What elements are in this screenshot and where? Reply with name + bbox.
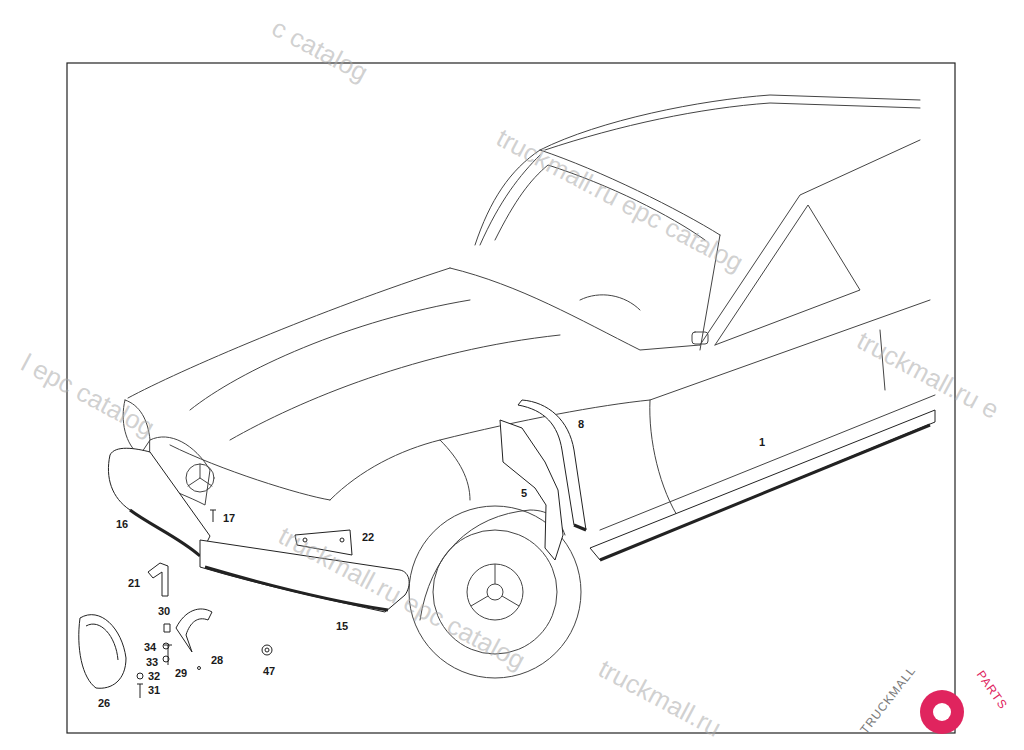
part-outline	[164, 645, 172, 665]
part-outline	[137, 673, 143, 679]
callout-number: 8	[577, 419, 585, 430]
part-outline	[164, 624, 170, 632]
logo-text: PARTS	[974, 669, 1009, 712]
callout-number: 33	[145, 657, 159, 668]
callout-number: 16	[115, 519, 129, 530]
car-body	[188, 464, 212, 486]
logo-gear	[920, 690, 964, 734]
car-body	[440, 300, 930, 440]
callout-number: 28	[210, 655, 224, 666]
car-body	[128, 268, 450, 398]
watermark: truckmall.ru e	[853, 327, 1003, 423]
wheel	[467, 564, 523, 620]
wheel	[471, 564, 519, 606]
car-body	[170, 445, 330, 500]
car-body	[600, 395, 935, 530]
callout-number: 29	[174, 668, 188, 679]
callout-number: 22	[361, 532, 375, 543]
part-outline	[500, 420, 563, 560]
car-body	[692, 332, 708, 344]
part-outline	[86, 624, 118, 660]
callout-number: 17	[222, 513, 236, 524]
watermark: l epc catalog	[17, 349, 158, 440]
wheel	[487, 584, 503, 600]
car-body	[650, 400, 680, 520]
part-outline	[198, 667, 201, 670]
car-body	[580, 295, 640, 310]
part-outline	[137, 684, 143, 698]
callout-number: 30	[157, 606, 171, 617]
part-outline	[574, 525, 586, 530]
part-outline	[265, 648, 269, 652]
callout-number: 34	[143, 642, 157, 653]
car-body	[330, 440, 470, 500]
car-body	[480, 155, 540, 245]
watermark: truckmall.ru	[595, 655, 726, 741]
callout-number: 21	[127, 578, 141, 589]
part-outline	[79, 400, 935, 698]
part-outline	[176, 609, 212, 652]
part-outline	[262, 645, 272, 655]
part-outline	[600, 425, 930, 560]
callout-number: 31	[147, 685, 161, 696]
car-body	[545, 103, 920, 150]
part-outline	[79, 615, 126, 689]
logo-text: TRUCKMALL	[858, 664, 918, 736]
part-outline	[108, 448, 210, 556]
watermark: c catalog	[268, 14, 372, 86]
logo-gear	[933, 703, 951, 721]
callout-number: 47	[262, 666, 276, 677]
part-outline	[148, 563, 168, 596]
callout-number: 15	[335, 621, 349, 632]
watermark: truckmall.ru epc catalog	[493, 124, 748, 276]
part-outline	[130, 510, 200, 556]
callout-number: 1	[758, 437, 766, 448]
callout-number: 32	[147, 671, 161, 682]
part-outline	[210, 510, 216, 522]
car-body	[700, 140, 920, 345]
logo-gear	[920, 690, 964, 734]
watermark: truckmall.ru epc catalog	[275, 522, 530, 674]
car-body	[190, 300, 470, 410]
car-body	[186, 464, 214, 492]
part-outline	[590, 410, 935, 560]
callout-number: 5	[520, 488, 528, 499]
part-outline	[340, 538, 344, 542]
car-body	[123, 95, 935, 620]
car-body	[450, 268, 700, 350]
callout-number: 26	[97, 698, 111, 709]
frame	[67, 63, 955, 733]
car-body	[715, 205, 860, 345]
